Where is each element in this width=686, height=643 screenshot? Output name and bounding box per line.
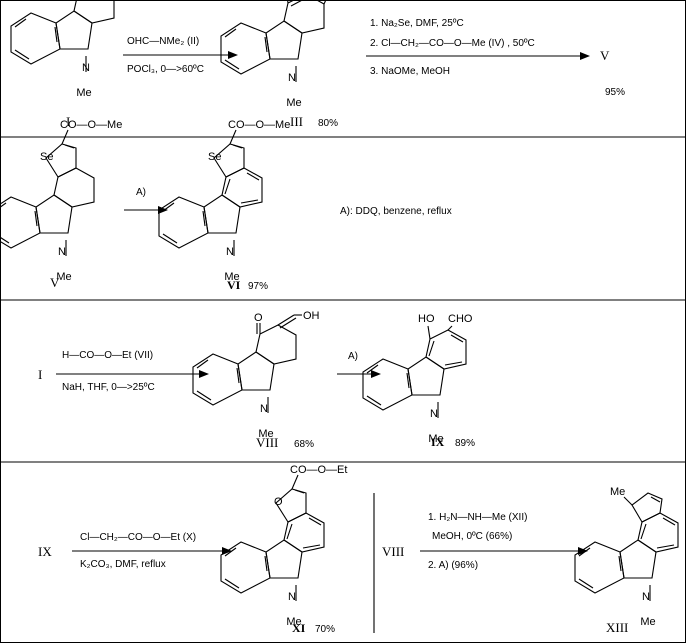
nitrogen-label: N bbox=[82, 62, 90, 74]
reaction-arrow-r3 bbox=[124, 206, 168, 214]
compound-VIII-structure: O OH N Me bbox=[192, 310, 320, 440]
compound-VI-structure: CO—O—Me Se N Me bbox=[158, 119, 290, 283]
r2-step2: 2. Cl—CH₂—CO—O—Me (IV) , 50ºC bbox=[370, 38, 535, 49]
compound-IX-label-row4: IX bbox=[38, 544, 52, 559]
n-methyl-label: Me bbox=[286, 616, 301, 628]
compound-I-structure: O N Me bbox=[10, 0, 115, 99]
compound-I-label-row3: I bbox=[38, 367, 42, 382]
reaction-arrow-r6 bbox=[72, 547, 232, 555]
compound-V-yield: 95% bbox=[605, 87, 625, 98]
nitrogen-label: N bbox=[430, 408, 438, 420]
reaction-arrow-r2 bbox=[366, 52, 590, 60]
compound-III-structure: Cl CHO N Me bbox=[220, 0, 327, 109]
r1-reagent: OHC—NMe₂ (II) bbox=[127, 36, 199, 47]
n-methyl-label: Me bbox=[428, 433, 443, 445]
n-methyl-label: Me bbox=[56, 271, 71, 283]
compound-XI-label: XI bbox=[292, 621, 306, 635]
n-methyl-label: Me bbox=[76, 87, 91, 99]
pyrazole-methyl-label: Me bbox=[610, 486, 625, 498]
reaction-arrow-r1 bbox=[123, 51, 238, 59]
r4-conditions: NaH, THF, 0—>25ºC bbox=[62, 382, 155, 393]
ester-label: CO—O—Me bbox=[228, 119, 290, 131]
hydroxy-label: OH bbox=[303, 310, 320, 322]
compound-I-label: I bbox=[66, 114, 70, 129]
compound-XIII-structure: Me N Me bbox=[574, 486, 679, 628]
nitrogen-label: N bbox=[288, 72, 296, 84]
nitrogen-label: N bbox=[288, 591, 296, 603]
r1-conditions: POCl₃, 0—>60ºC bbox=[127, 64, 204, 75]
nitrogen-label: N bbox=[642, 591, 650, 603]
r6-conditions: K₂CO₃, DMF, reflux bbox=[80, 559, 166, 570]
r7-step1: 1. H₂N—NH—Me (XII) bbox=[428, 512, 527, 523]
compound-VI-label: VI bbox=[227, 278, 241, 292]
r2-step3: 3. NaOMe, MeOH bbox=[370, 66, 450, 77]
r3-reagent: A) bbox=[136, 187, 146, 198]
compound-IX-yield: 89% bbox=[455, 438, 475, 449]
compound-III-yield: 80% bbox=[318, 118, 338, 129]
compound-VIII-yield: 68% bbox=[294, 439, 314, 450]
aldehyde-label: CHO bbox=[448, 313, 473, 325]
compound-VI-yield: 97% bbox=[248, 281, 268, 292]
n-methyl-label: Me bbox=[286, 97, 301, 109]
compound-XIII-label: XIII bbox=[606, 620, 628, 635]
n-methyl-label: Me bbox=[224, 271, 239, 283]
r7-step1-conditions: MeOH, 0ºC (66%) bbox=[432, 531, 512, 542]
carbonyl-oxygen-label: O bbox=[254, 312, 263, 324]
reaction-arrow-r5 bbox=[337, 370, 381, 378]
ester-label: CO—O—Et bbox=[290, 464, 347, 476]
reaction-arrow-r7 bbox=[420, 547, 588, 555]
compound-VIII-label-row4: VIII bbox=[382, 544, 404, 559]
condition-note-A: A): DDQ, benzene, reflux bbox=[340, 206, 452, 217]
hydroxy-label: HO bbox=[418, 313, 435, 325]
compound-IX-structure: HO CHO N Me bbox=[362, 313, 473, 445]
compound-V-structure: CO—O—Me Se N Me bbox=[0, 119, 122, 283]
compound-XI-yield: 70% bbox=[315, 624, 335, 635]
r6-reagent: Cl—CH₂—CO—O—Et (X) bbox=[80, 532, 196, 543]
r4-reagent: H—CO—O—Et (VII) bbox=[62, 350, 153, 361]
selenium-label: Se bbox=[40, 151, 53, 163]
nitrogen-label: N bbox=[260, 403, 268, 415]
selenium-label: Se bbox=[208, 151, 221, 163]
n-methyl-label: Me bbox=[640, 616, 655, 628]
compound-XI-structure: CO—O—Et O N Me bbox=[220, 464, 347, 628]
n-methyl-label: Me bbox=[258, 428, 273, 440]
compound-IX-label: IX bbox=[431, 435, 445, 449]
compound-V-label-row2: V bbox=[50, 275, 60, 290]
reaction-arrow-r4 bbox=[56, 370, 209, 378]
r2-step1: 1. Na₂Se, DMF, 25ºC bbox=[370, 18, 464, 29]
ester-label: CO—O—Me bbox=[60, 119, 122, 131]
compound-III-label: III bbox=[290, 114, 303, 129]
nitrogen-label: N bbox=[226, 246, 234, 258]
compound-V-label: V bbox=[600, 48, 610, 63]
compound-VIII-label: VIII bbox=[256, 435, 278, 450]
furan-oxygen-label: O bbox=[274, 496, 283, 508]
nitrogen-label: N bbox=[58, 246, 66, 258]
r7-step2: 2. A) (96%) bbox=[428, 560, 478, 571]
r5-reagent: A) bbox=[348, 351, 358, 362]
